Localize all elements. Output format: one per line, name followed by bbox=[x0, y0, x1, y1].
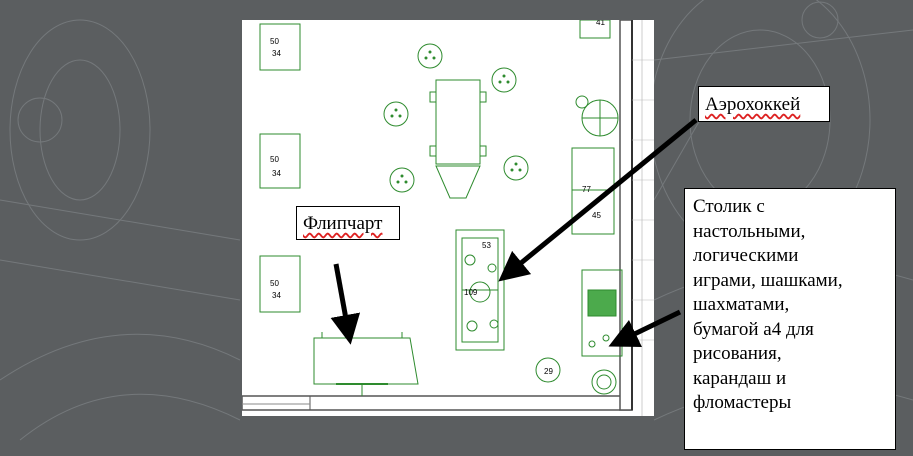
air-hockey-callout: Аэрохоккей bbox=[698, 86, 830, 122]
dim-label: 34 bbox=[272, 291, 281, 300]
dim-label: 50 bbox=[270, 155, 279, 164]
dim-label: 34 bbox=[272, 49, 281, 58]
games-table-line: Столик с bbox=[693, 196, 765, 217]
small-table-bottom bbox=[259, 255, 301, 313]
top-right-box bbox=[579, 19, 611, 39]
games-table-line: играми, шашками, bbox=[693, 269, 843, 291]
games-table-callout: Столик с настольными, логическими играми… bbox=[684, 188, 896, 450]
dim-label: 34 bbox=[272, 169, 281, 178]
long-table bbox=[435, 79, 481, 165]
games-table-line: настольными, bbox=[693, 220, 806, 242]
dim-label: 50 bbox=[270, 37, 279, 46]
dim-label: 77 bbox=[582, 185, 591, 194]
flipchart-board bbox=[313, 337, 419, 385]
stool bbox=[503, 155, 529, 181]
small-table-middle bbox=[259, 133, 301, 189]
games-table-line: шахматами, bbox=[693, 294, 790, 315]
games-table-line: бумагой а4 для bbox=[693, 318, 814, 340]
games-table-line: рисования, bbox=[693, 343, 782, 364]
dim-label: 45 bbox=[592, 211, 601, 220]
funnel-stand bbox=[435, 165, 481, 199]
flipchart-callout: Флипчарт bbox=[296, 206, 400, 240]
dim-label: 50 bbox=[270, 279, 279, 288]
games-table-line: карандаш и bbox=[693, 367, 787, 389]
floor-plan-drawing: 50 34 50 34 50 34 41 77 45 53 109 29 bbox=[241, 18, 654, 416]
stool bbox=[383, 101, 409, 127]
ball bbox=[535, 357, 561, 383]
flipchart-label: Флипчарт bbox=[303, 213, 383, 234]
air-hockey-table bbox=[455, 229, 505, 351]
small-table-top bbox=[259, 23, 301, 71]
cabinet bbox=[571, 147, 615, 235]
dim-label: 41 bbox=[596, 20, 605, 27]
dim-label: 29 bbox=[544, 367, 553, 376]
dim-label: 53 bbox=[482, 241, 491, 250]
stool bbox=[491, 67, 517, 93]
games-table-line: фломастеры bbox=[693, 392, 792, 413]
air-hockey-label: Аэрохоккей bbox=[705, 94, 801, 115]
games-table-line: логическими bbox=[693, 245, 799, 266]
stool bbox=[417, 43, 443, 69]
dim-label: 109 bbox=[464, 288, 478, 297]
round-bin bbox=[591, 369, 617, 395]
stool bbox=[389, 167, 415, 193]
bottom-wall bbox=[241, 395, 633, 411]
